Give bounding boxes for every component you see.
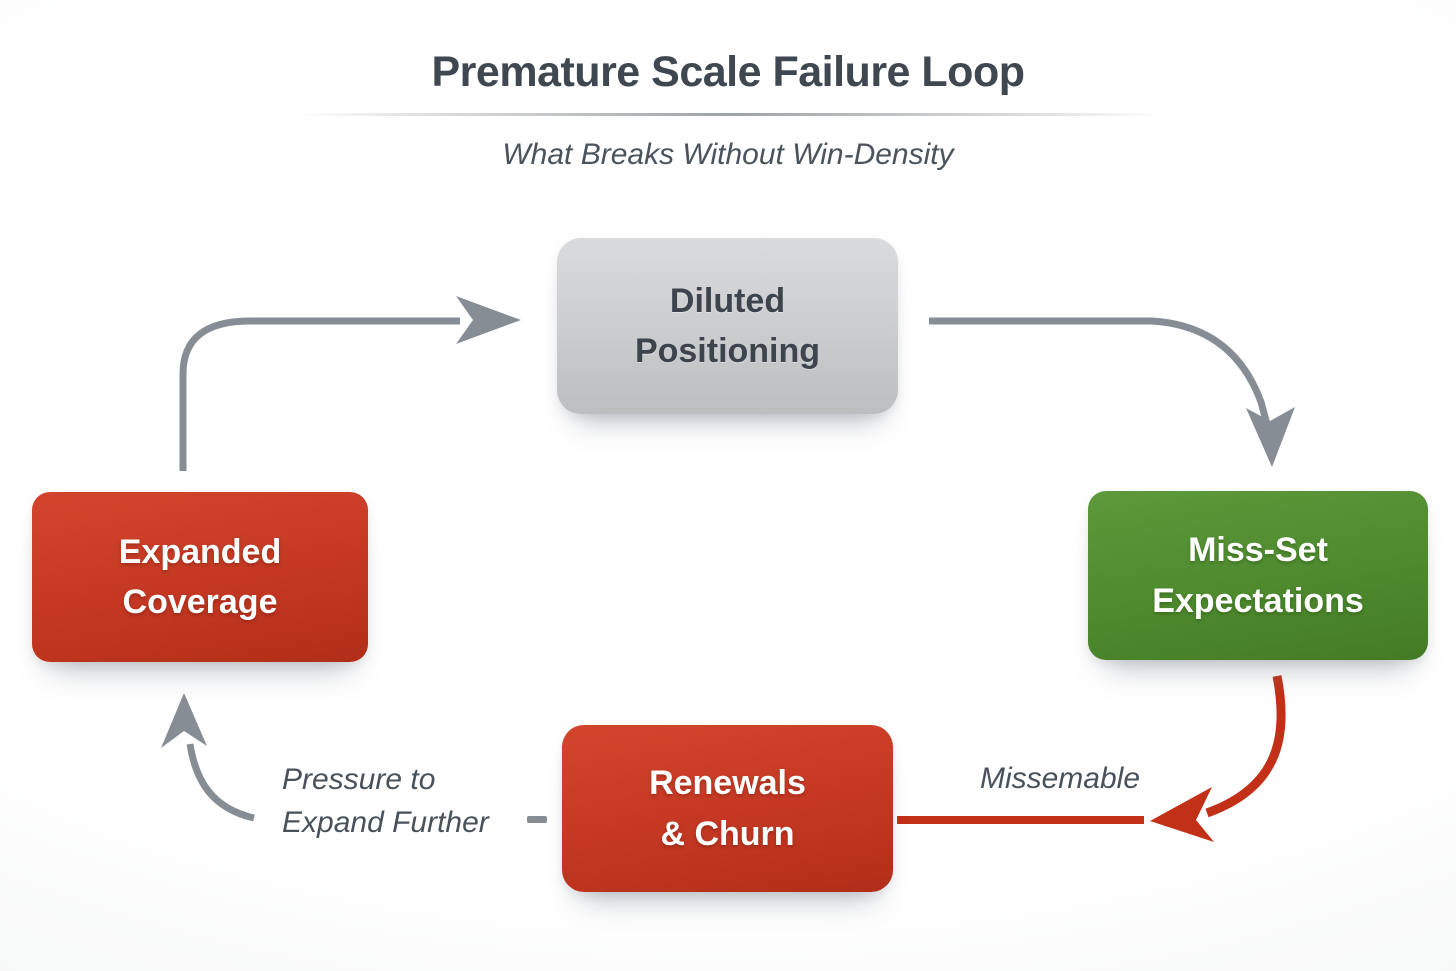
diagram-subtitle: What Breaks Without Win-Density [502, 138, 954, 171]
arrow-renewals-to-expanded [186, 743, 255, 822]
edge-label-line: Pressure to [282, 763, 436, 796]
node-label-line: Renewals [649, 764, 806, 803]
edge-label-line: Expand Further [282, 806, 489, 839]
arrowhead-up-icon [161, 693, 207, 748]
node-label-line: Positioning [634, 332, 821, 370]
connector-dash [527, 816, 547, 823]
arrowhead-down-icon [1246, 407, 1295, 467]
node-label-line: Expectations [1152, 581, 1364, 620]
title-divider [300, 113, 1160, 116]
node-miss-set-expectations: Miss-Set Expectations [1088, 491, 1428, 660]
arrow-diluted-to-missset [929, 317, 1272, 429]
arrow-expanded-to-diluted [179, 317, 460, 471]
node-label-line: & Churn [660, 814, 795, 853]
node-expanded-coverage: Expanded Coverage [32, 492, 368, 662]
arrow-missset-to-renewals-curve [1205, 675, 1286, 818]
edge-label-pressure-to-expand: Pressure to Expand Further [282, 758, 489, 844]
node-label-line: Expanded [118, 532, 282, 571]
node-diluted-positioning: Diluted Positioning [557, 238, 898, 414]
node-label-line: Diluted [669, 281, 786, 320]
edge-label-missemable: Missemable [979, 762, 1141, 795]
diagram-title: Premature Scale Failure Loop [431, 48, 1025, 96]
node-label-line: Coverage [122, 583, 278, 621]
node-renewals-churn: Renewals & Churn [562, 725, 893, 892]
node-label-line: Miss-Set [1188, 531, 1328, 570]
arrowhead-right-icon [456, 296, 521, 344]
